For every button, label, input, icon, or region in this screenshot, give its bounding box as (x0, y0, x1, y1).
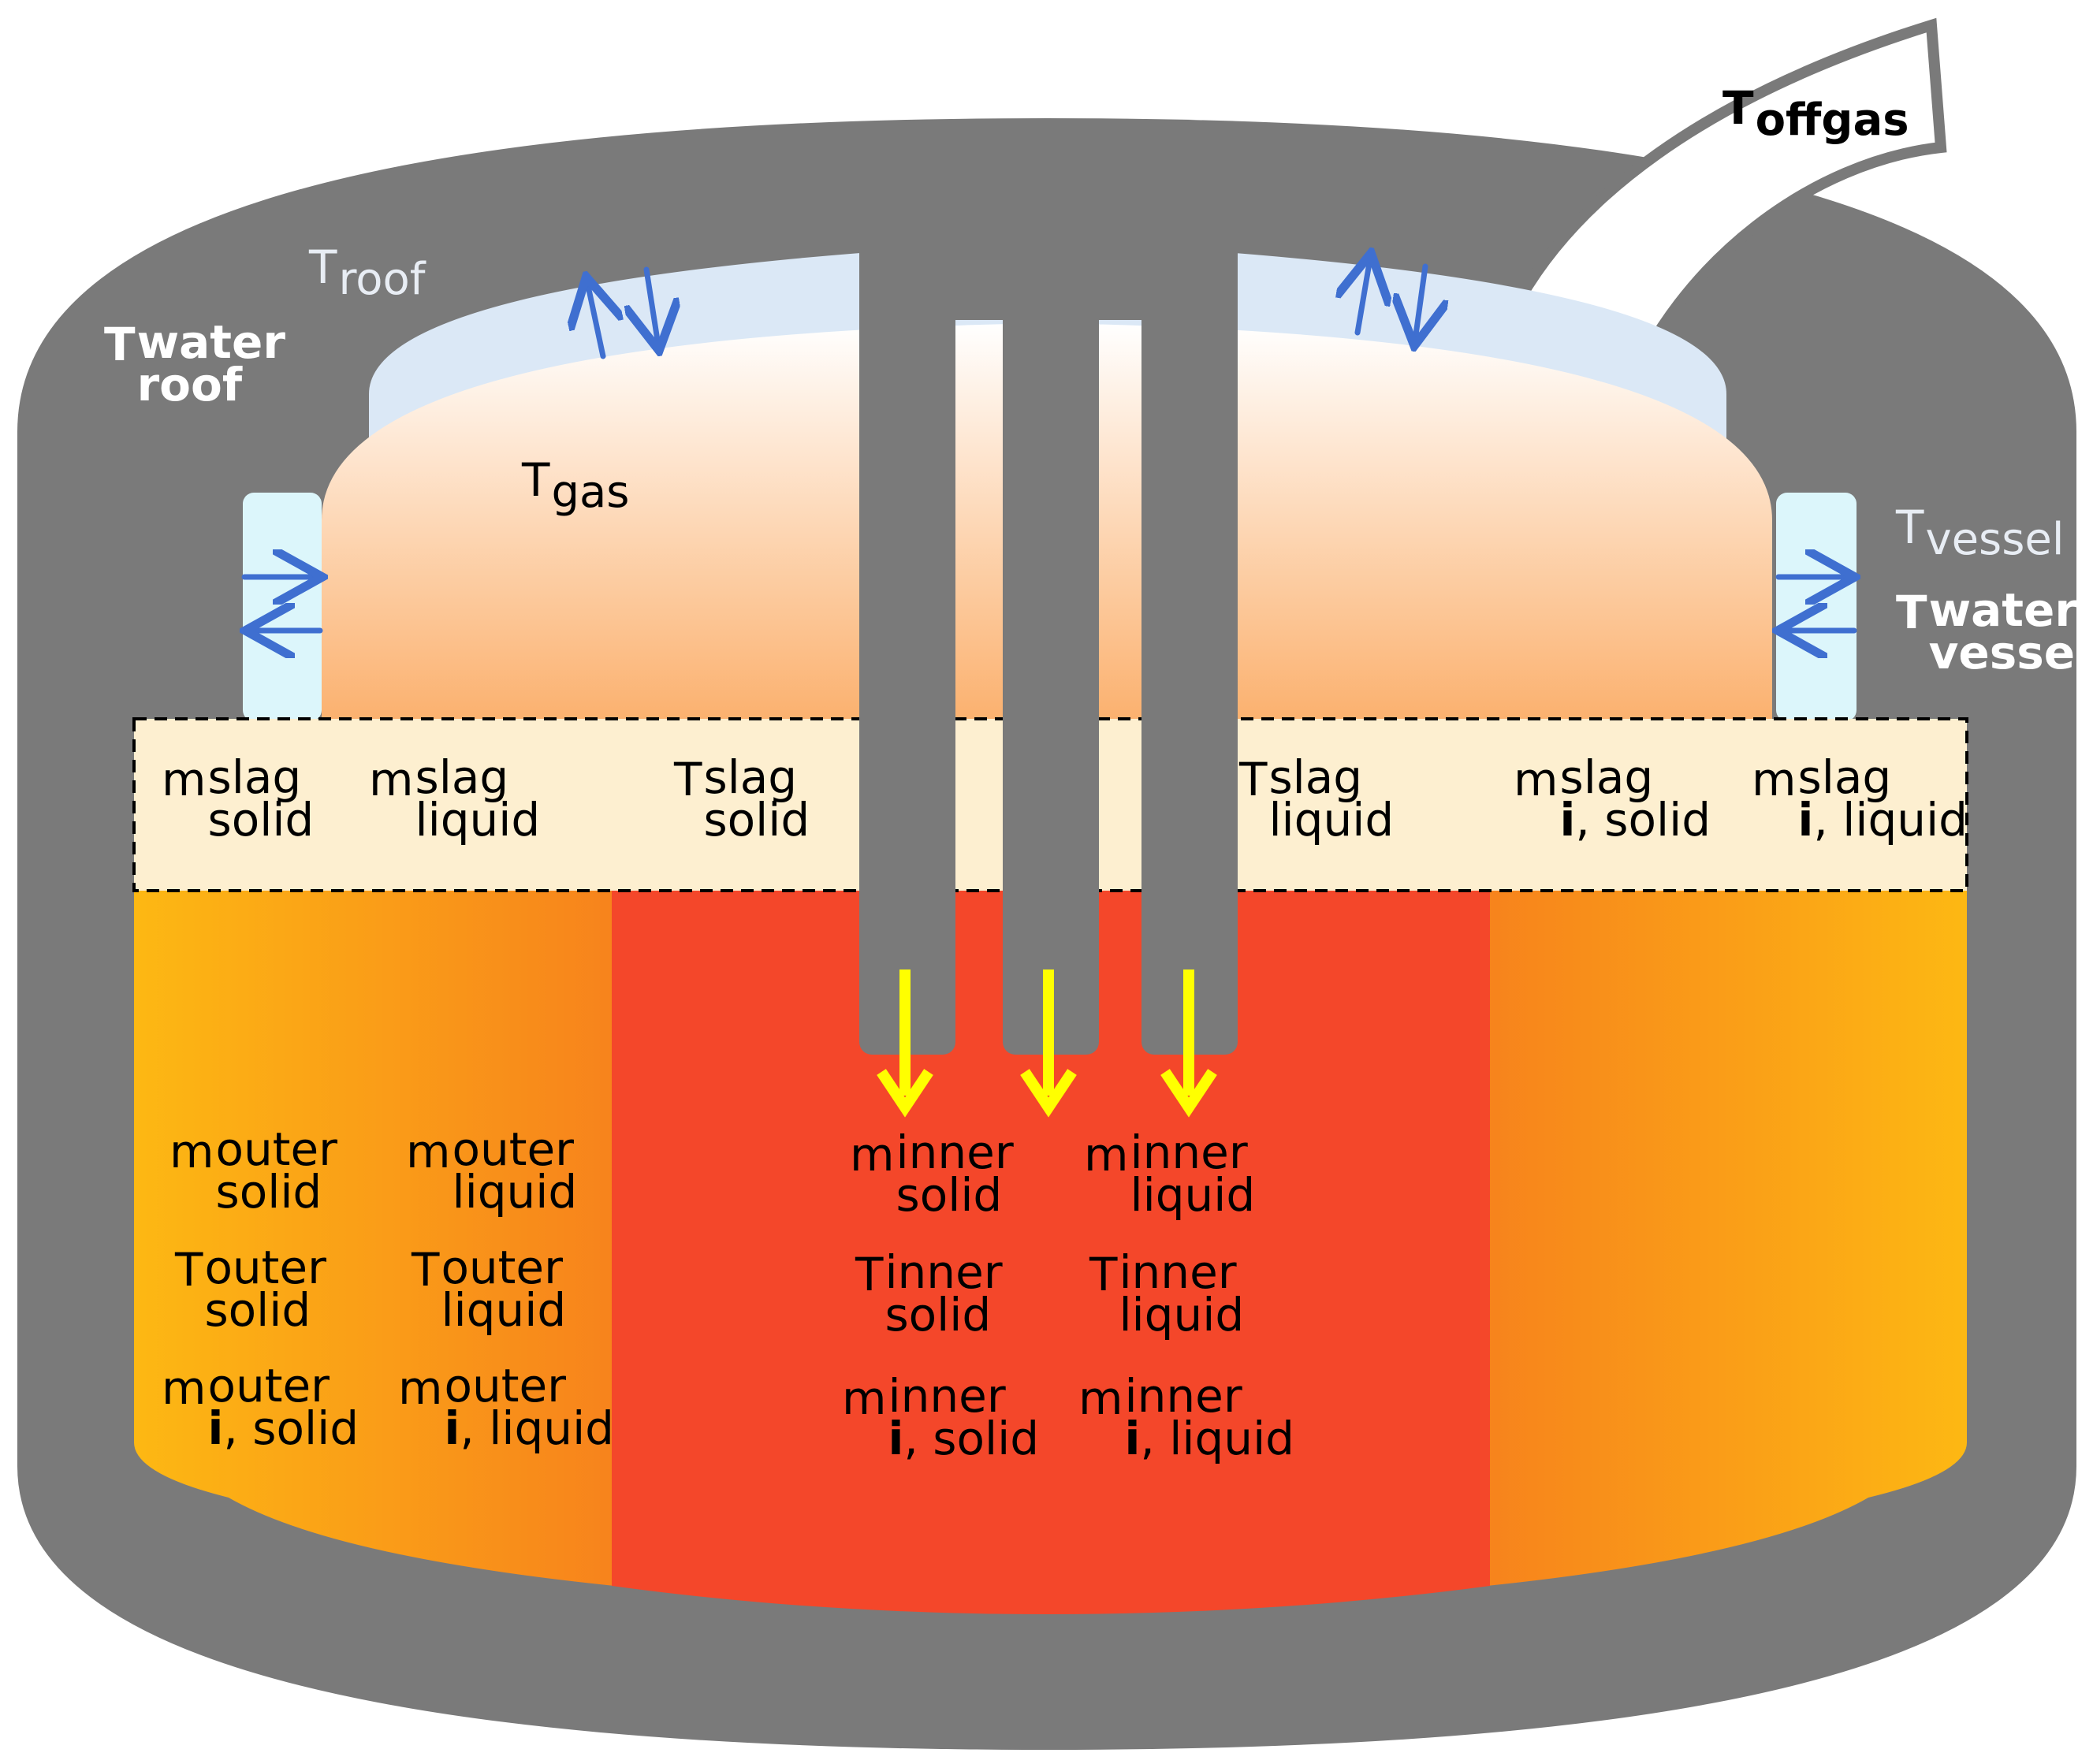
electrode-middle (1003, 241, 1099, 1055)
electrode-arrow-left-head (877, 1069, 933, 1118)
side-panel-left (243, 493, 322, 721)
label-offgas: Toffgas (1722, 81, 1909, 146)
offgas-duct (1483, 17, 1947, 408)
electrode-left (859, 241, 955, 1055)
melt-outer-right (1487, 889, 1967, 1586)
roof-heat-arrow-up-right (1357, 259, 1370, 336)
side-panel-right (1776, 493, 1857, 721)
label-gas: Tgas (522, 453, 630, 518)
label-vessel: Tvessel (1896, 501, 2065, 565)
electrode-arrow-middle-head (1020, 1069, 1077, 1118)
roof-heat-arrow-up-left (587, 282, 603, 359)
label-roof: Troof (309, 240, 426, 305)
electrode-right (1141, 241, 1238, 1055)
roof-heat-arrow-down-left (646, 266, 658, 345)
electrode-arrow-right-head (1160, 1069, 1217, 1118)
roof-ring-top (952, 236, 1145, 320)
melt-outer (134, 889, 615, 1586)
roof-heat-arrow-down-right (1415, 263, 1425, 341)
melt-inner (612, 889, 1490, 1614)
